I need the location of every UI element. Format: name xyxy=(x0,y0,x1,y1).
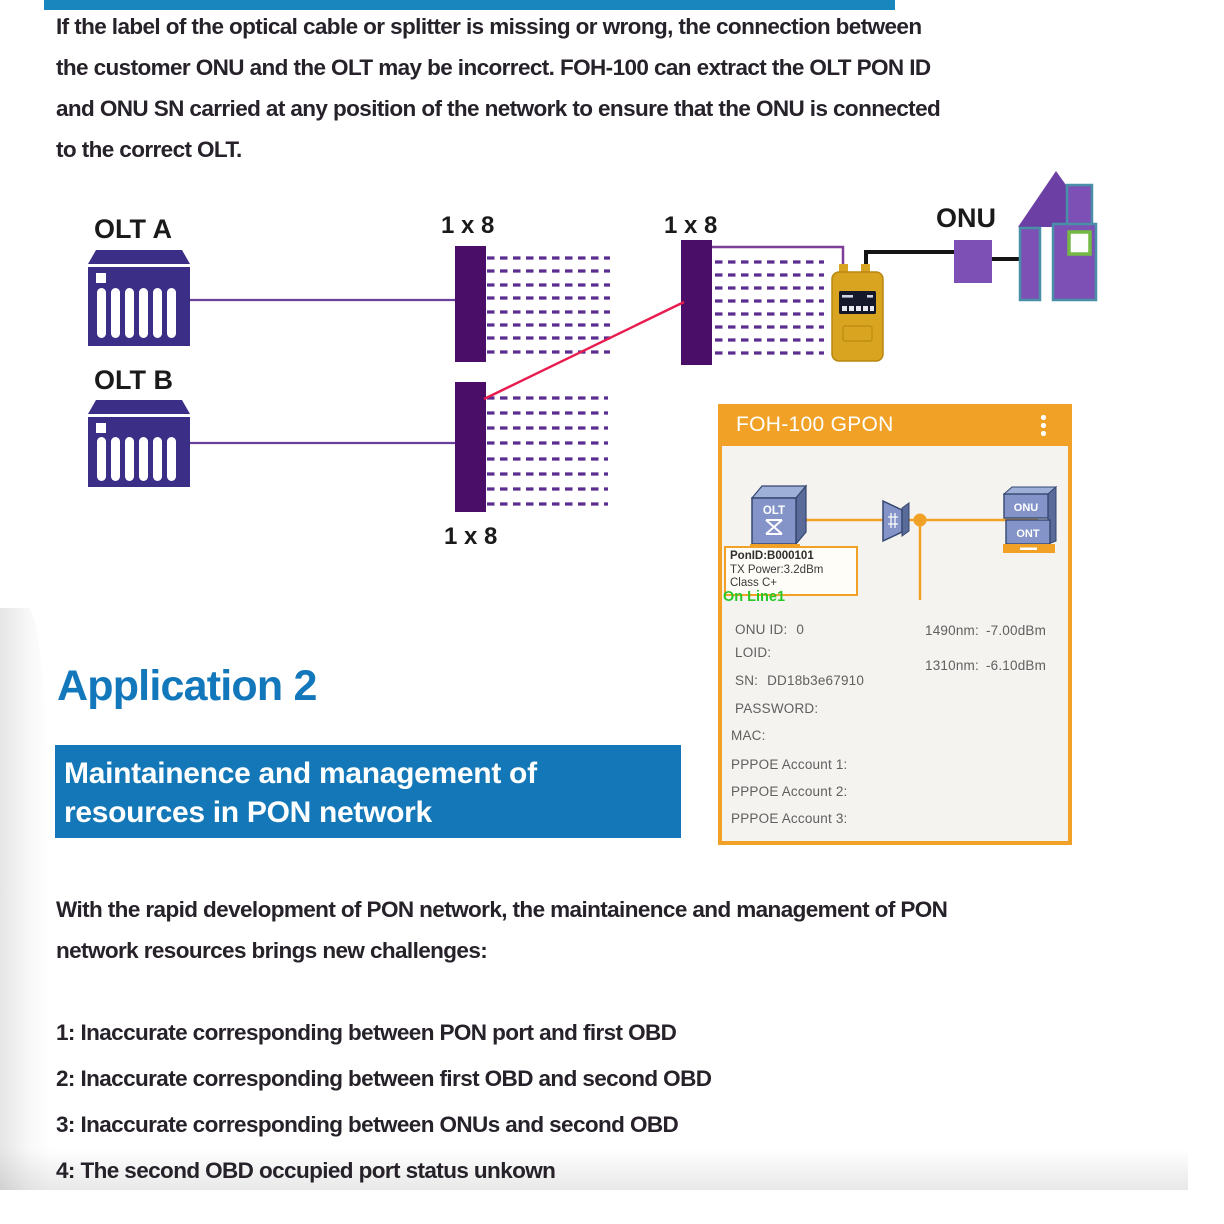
foh100-device xyxy=(831,264,884,362)
application2-heading: Application 2 xyxy=(57,662,317,710)
online-status: On Line1 xyxy=(723,589,786,605)
pon-id-line: PonID:B000101 xyxy=(730,550,814,562)
olt-a-label: OLT A xyxy=(94,214,172,244)
field-loid: LOID: xyxy=(735,645,772,660)
app-link-diagram: OLT xyxy=(750,484,1058,600)
field-sn: SN:DD18b3e67910 xyxy=(735,673,865,688)
splitter-bottom xyxy=(455,382,486,512)
splitter-top-outputs xyxy=(487,256,610,354)
tx-power-line: TX Power:3.2dBm xyxy=(730,563,824,576)
onu-box xyxy=(954,240,992,283)
house-window xyxy=(1067,230,1092,256)
challenge-item-3: 3: Inaccurate corresponding between ONUs… xyxy=(56,1112,679,1137)
app-title: FOH-100 GPON xyxy=(736,413,894,436)
olt-b-label: OLT B xyxy=(94,365,173,395)
splitter-mid xyxy=(681,240,712,365)
reading-1310nm: 1310nm:-6.10dBm xyxy=(925,658,1047,673)
olt-b-icon xyxy=(88,400,190,487)
intro-line-4: to the correct OLT. xyxy=(56,137,242,162)
field-pppoe-2: PPPOE Account 2: xyxy=(731,784,848,799)
field-password: PASSWORD: xyxy=(735,701,819,716)
class-line: Class C+ xyxy=(730,577,777,589)
svg-text:ONT: ONT xyxy=(1016,528,1040,540)
challenge-item-1: 1: Inaccurate corresponding between PON … xyxy=(56,1020,677,1045)
top-blue-band xyxy=(44,0,895,10)
device-screen xyxy=(839,291,876,314)
splitter-mid-outputs xyxy=(715,260,824,355)
field-pppoe-3: PPPOE Account 3: xyxy=(731,811,848,826)
svg-text:ONU: ONU xyxy=(1014,502,1039,514)
application2-banner: Maintainence and management of resources… xyxy=(55,745,681,838)
svg-text:OLT: OLT xyxy=(763,505,785,517)
kebab-menu-icon[interactable] xyxy=(1041,415,1046,436)
purple-drop-cable xyxy=(712,245,845,270)
foh100-app-screenshot: FOH-100 GPON OLT xyxy=(718,404,1072,845)
challenge-item-2: 2: Inaccurate corresponding between firs… xyxy=(56,1066,712,1091)
app-onu-ont-icon: ONU ONT xyxy=(1002,485,1058,553)
splitter-top xyxy=(455,246,486,362)
app-body: OLT xyxy=(722,446,1068,841)
reading-1490nm: 1490nm:-7.00dBm xyxy=(925,623,1047,638)
intro-line-3: and ONU SN carried at any position of th… xyxy=(56,96,941,121)
challenge-item-4: 4: The second OBD occupied port status u… xyxy=(56,1158,556,1183)
app-header: FOH-100 GPON xyxy=(718,404,1072,446)
splitter-bottom-label: 1 x 8 xyxy=(444,523,497,550)
splitter-top-label: 1 x 8 xyxy=(441,212,494,239)
field-mac: MAC: xyxy=(731,728,766,743)
challenges-intro-1: With the rapid development of PON networ… xyxy=(56,897,948,922)
banner-line-2: resources in PON network xyxy=(64,796,432,829)
intro-line-1: If the label of the optical cable or spl… xyxy=(56,14,922,39)
olt-a-icon xyxy=(88,250,190,346)
app-splitter-icon xyxy=(882,499,910,543)
black-drop-cable xyxy=(864,250,954,270)
intro-line-2: the customer ONU and the OLT may be inco… xyxy=(56,55,931,80)
app-olt-icon: OLT xyxy=(750,484,808,553)
splitter-bottom-outputs xyxy=(487,396,608,506)
app-junction-dot xyxy=(913,513,927,527)
splitter-mid-label: 1 x 8 xyxy=(664,212,717,239)
challenges-intro-2: network resources brings new challenges: xyxy=(56,938,488,963)
red-misconnection-line xyxy=(483,300,685,401)
field-pppoe-1: PPPOE Account 1: xyxy=(731,757,848,772)
page-bottom-edge xyxy=(0,1148,1188,1190)
field-onu-id: ONU ID:0 xyxy=(735,622,805,637)
house-icon xyxy=(1018,171,1098,302)
pon-id-infobox: PonID:B000101 TX Power:3.2dBm Class C+ xyxy=(724,546,858,596)
page-curl-left-edge xyxy=(0,608,50,1190)
onu-label: ONU xyxy=(936,203,996,233)
banner-line-1: Maintainence and management of xyxy=(64,757,537,790)
